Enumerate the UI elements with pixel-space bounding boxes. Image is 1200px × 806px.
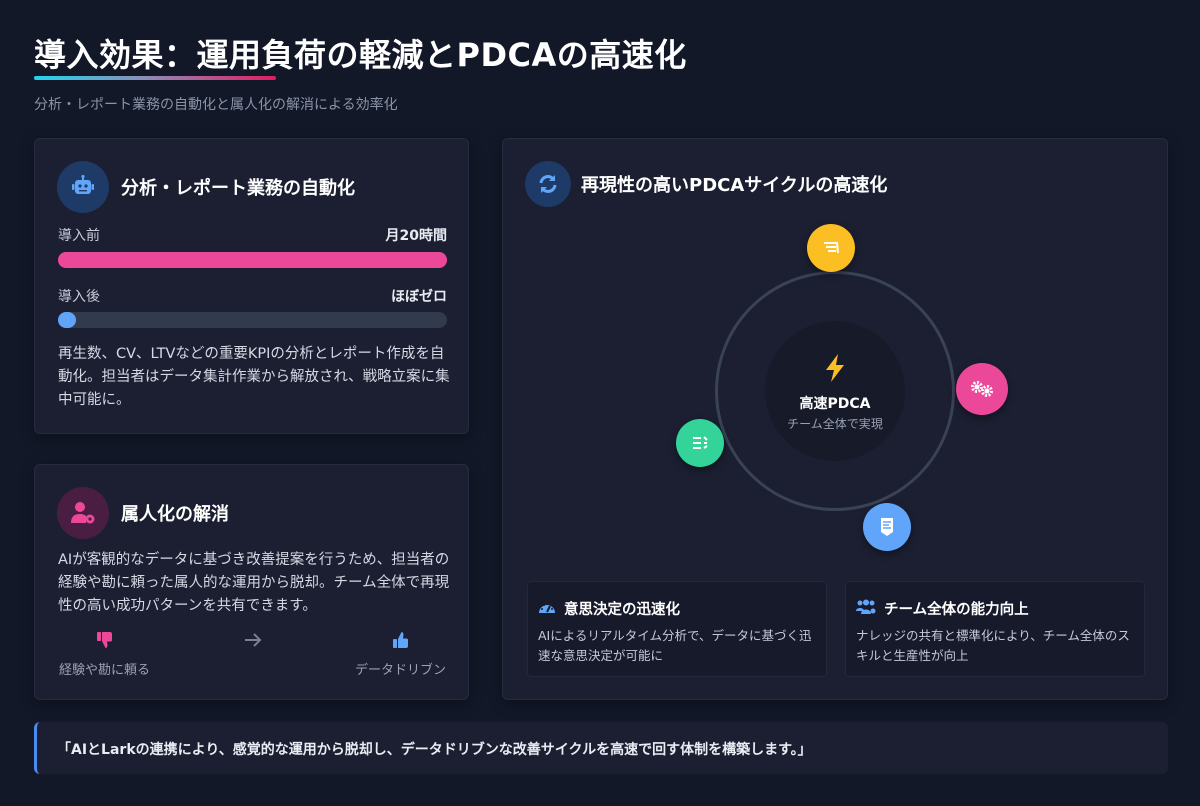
cycle-ring [715, 271, 955, 511]
feature-team-title: チーム全体の能力向上 [884, 602, 1029, 618]
thumbs-down-icon [57, 631, 152, 653]
feature-team-capability: チーム全体の能力向上 ナレッジの共有と標準化により、チーム全体のスキルと生産性が… [845, 581, 1145, 677]
arrow-right-icon [241, 631, 265, 653]
after-bar-fill [58, 312, 76, 328]
before-label: 導入前 [58, 228, 100, 244]
after-label: 導入後 [58, 289, 100, 305]
pdca-card-title: 再現性の高いPDCAサイクルの高速化 [581, 175, 888, 196]
core-subtitle: チーム全体で実現 [787, 417, 883, 431]
feature-team-text: ナレッジの共有と標準化により、チーム全体のスキルと生産性が向上 [856, 628, 1130, 663]
feature-decision-text: AIによるリアルタイム分析で、データに基づく迅速な意思決定が可能に [538, 628, 812, 663]
feature-decision-title: 意思決定の迅速化 [564, 602, 680, 618]
after-row: 導入後 ほぼゼロ [58, 286, 447, 306]
thumbs-up-icon [353, 631, 448, 653]
automation-card: 分析・レポート業務の自動化 導入前 月20時間 導入後 ほぼゼロ 再生数、CV、… [34, 138, 469, 434]
feature-decision-speed: 意思決定の迅速化 AIによるリアルタイム分析で、データに基づく迅速な意思決定が可… [527, 581, 827, 677]
sync-icon [525, 161, 571, 207]
page-subtitle: 分析・レポート業務の自動化と属人化の解消による効率化 [34, 97, 398, 113]
tasks-icon [676, 419, 724, 467]
automation-card-title: 分析・レポート業務の自動化 [121, 178, 355, 199]
summary-quote-text: 「AIとLarkの連携により、感覚的な運用から脱却し、データドリブンな改善サイク… [57, 742, 812, 758]
feature-team-header: チーム全体の能力向上 [856, 598, 1029, 619]
depersonalization-card: 属人化の解消 AIが客観的なデータに基づき改善提案を行うため、担当者の経験や勘に… [34, 464, 469, 700]
user-gear-icon [57, 487, 109, 539]
pdca-card: 再現性の高いPDCAサイクルの高速化 高速PDCA チーム全体で実現 [502, 138, 1168, 700]
compare-to-label: データドリブン [354, 663, 446, 678]
after-bar [58, 312, 447, 328]
report-icon [863, 503, 911, 551]
gears-icon [956, 363, 1008, 415]
compare-to: データドリブン [353, 631, 448, 678]
after-value: ほぼゼロ [391, 289, 447, 305]
page-title: 導入効果：運用負荷の軽減とPDCAの高速化 [34, 36, 687, 74]
automation-card-header: 分析・レポート業務の自動化 [57, 161, 355, 213]
compare-from: 経験や勘に頼る [57, 631, 152, 678]
pdca-card-header: 再現性の高いPDCAサイクルの高速化 [525, 161, 887, 207]
depersonalization-card-title: 属人化の解消 [121, 504, 229, 525]
summary-quote: 「AIとLarkの連携により、感覚的な運用から脱却し、データドリブンな改善サイク… [34, 722, 1168, 774]
bolt-icon [823, 353, 847, 387]
team-icon [856, 599, 876, 619]
before-bar [58, 252, 447, 268]
before-row: 導入前 月20時間 [58, 225, 447, 245]
depersonalization-card-header: 属人化の解消 [57, 487, 229, 539]
before-value: 月20時間 [385, 228, 447, 244]
gauge-icon [538, 599, 556, 618]
core-title: 高速PDCA [799, 396, 871, 412]
title-underline [34, 76, 276, 80]
cycle-core: 高速PDCA チーム全体で実現 [765, 321, 905, 461]
robot-icon [57, 161, 109, 213]
automation-description: 再生数、CV、LTVなどの重要KPIの分析とレポート作成を自動化。担当者はデータ… [58, 346, 450, 408]
compare-from-label: 経験や勘に頼る [58, 663, 150, 678]
depersonalization-description: AIが客観的なデータに基づき改善提案を行うため、担当者の経験や勘に頼った属人的な… [58, 552, 450, 614]
list-icon [807, 224, 855, 272]
feature-decision-header: 意思決定の迅速化 [538, 598, 680, 619]
before-bar-fill [58, 252, 447, 268]
